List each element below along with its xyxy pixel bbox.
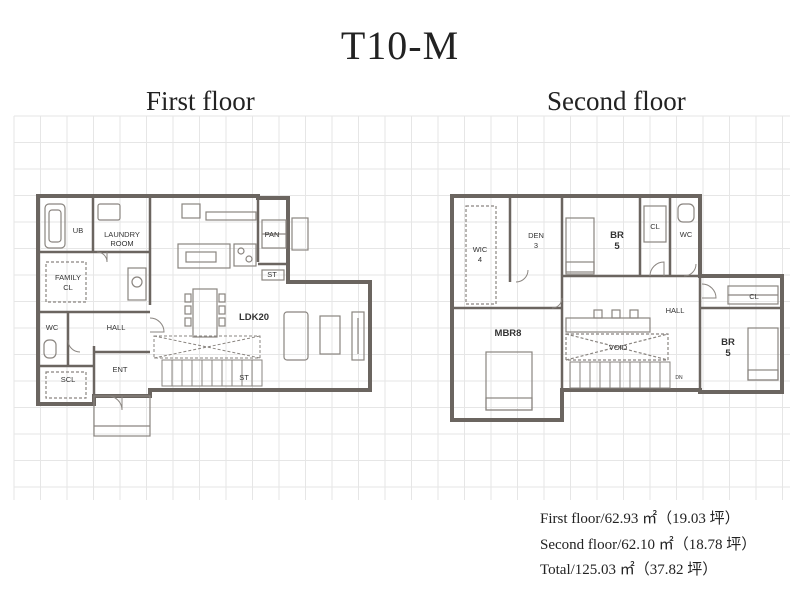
room-label-mbr: MBR8 (495, 328, 522, 339)
second-floor-outer-wall (450, 194, 784, 422)
room-label-ent: ENT (113, 365, 128, 374)
first-floor-heading: First floor (146, 86, 255, 116)
room-label-cl2: CL (749, 292, 759, 301)
room-label-laundry: LAUNDRY (104, 230, 140, 239)
room-label-ldk: LDK20 (239, 312, 269, 323)
area-second-floor: Second floor/62.10 ㎡（18.78 坪） (540, 537, 757, 553)
room-label-br1-size: 5 (614, 241, 620, 252)
second-floor-doors (515, 261, 717, 309)
room-label-cl1: CL (650, 222, 660, 231)
room-label-br2: BR (721, 337, 735, 348)
first-floor-doors (67, 251, 165, 411)
room-label-family-cl: CL (63, 283, 73, 292)
room-label-den: DEN (528, 231, 544, 240)
second-floor-room-labels: WIC 4 DEN 3 BR 5 CL WC HALL CL MBR8 VOID… (473, 222, 759, 381)
second-floor-fixtures (465, 203, 779, 411)
room-label-family: FAMILY (55, 273, 81, 282)
room-label-wic-size: 4 (478, 255, 482, 264)
room-label-st-stairs: ST (239, 373, 249, 382)
second-floor-stairs (569, 361, 671, 389)
area-first-floor: First floor/62.93 ㎡（19.03 坪） (540, 511, 740, 527)
room-label-den-size: 3 (534, 241, 538, 250)
second-floor-plan (450, 194, 784, 422)
room-label-st: ST (267, 270, 277, 279)
first-floor-plan (36, 194, 372, 437)
second-floor-heading: Second floor (547, 86, 686, 116)
room-label-hall2: HALL (666, 306, 685, 315)
room-label-br2-size: 5 (725, 348, 731, 359)
room-label-laundry-room: ROOM (110, 239, 133, 248)
room-label-wc: WC (46, 323, 59, 332)
room-label-wc2: WC (680, 230, 693, 239)
first-floor-room-labels: UB LAUNDRY ROOM FAMILY CL WC HALL SCL EN… (46, 226, 280, 384)
room-label-scl: SCL (61, 375, 76, 384)
room-label-hall: HALL (107, 323, 126, 332)
second-floor-interior-walls (452, 198, 782, 390)
first-floor-fixtures (43, 203, 365, 399)
plan-title: T10-M (340, 23, 460, 68)
area-total: Total/125.03 ㎡（37.82 坪） (540, 562, 718, 578)
room-label-dn: DN (675, 375, 683, 381)
first-floor-interior-walls (38, 198, 288, 396)
room-label-void: VOID (609, 343, 628, 352)
room-label-ub: UB (73, 226, 83, 235)
room-label-pan: PAN (265, 230, 280, 239)
first-floor-outer-wall (36, 194, 372, 406)
room-label-br1: BR (610, 230, 624, 241)
first-floor-stairs (153, 335, 263, 387)
room-label-wic: WIC (473, 245, 488, 254)
